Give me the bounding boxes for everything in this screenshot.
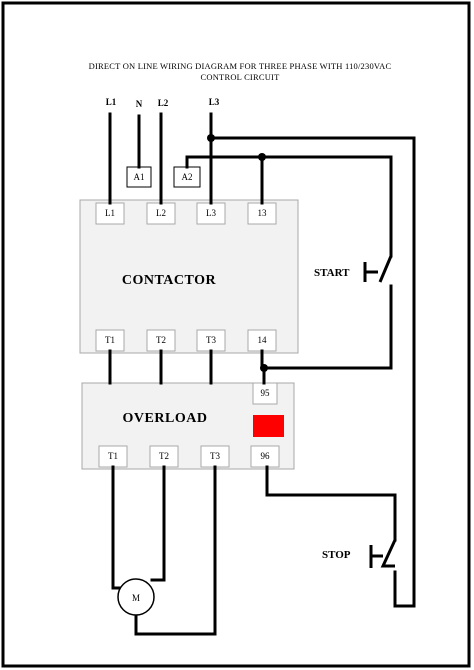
wire-13-to-start xyxy=(260,155,393,258)
contactor-terminal-13-label: 13 xyxy=(258,208,268,218)
start-button-contact xyxy=(378,255,393,283)
overload-terminal-t2-label: T2 xyxy=(159,451,169,461)
start-button-actuator xyxy=(363,262,378,282)
stop-pushbutton: STOP xyxy=(322,539,397,568)
wire-96-to-stop xyxy=(265,465,397,542)
overload-trip-indicator xyxy=(253,415,284,437)
contactor-terminal-l1-label: L1 xyxy=(105,208,115,218)
stop-button-label: STOP xyxy=(322,549,351,561)
supply-label-l3: L3 xyxy=(209,97,220,107)
contactor-terminal-t3-label: T3 xyxy=(206,335,216,345)
junction-l3-tap xyxy=(207,134,215,142)
contactor-block: L1 L2 L3 13 CONTACTOR T1 T2 T3 14 xyxy=(79,199,299,354)
diagram-title-line-2: CONTROL CIRCUIT xyxy=(200,72,280,82)
contactor-terminal-l2-label: L2 xyxy=(156,208,166,218)
overload-label: OVERLOAD xyxy=(123,411,208,426)
contactor-bottom-terminals: T1 T2 T3 14 xyxy=(95,329,277,352)
contactor-terminal-t1-label: T1 xyxy=(105,335,115,345)
overload-terminal-96 xyxy=(250,445,280,468)
wire-motor-t1 xyxy=(111,465,122,590)
stop-button-actuator xyxy=(369,545,383,568)
overload-terminal-t3-label: T3 xyxy=(210,451,220,461)
contactor-terminal-t2-label: T2 xyxy=(156,335,166,345)
wiring xyxy=(108,112,416,636)
contactor-label: CONTACTOR xyxy=(122,273,217,288)
diagram-title-line-1: DIRECT ON LINE WIRING DIAGRAM FOR THREE … xyxy=(88,61,392,71)
motor-label: M xyxy=(132,593,140,603)
overload-block: 95 OVERLOAD T1 T2 T3 96 xyxy=(81,382,295,470)
motor: M xyxy=(117,578,155,616)
wire-motor-t3 xyxy=(134,465,217,636)
start-button-label: START xyxy=(314,267,350,279)
contactor-body xyxy=(79,199,299,354)
wire-control-supply-loop xyxy=(209,136,416,608)
supply-label-l2: L2 xyxy=(158,98,169,108)
overload-terminal-t1-label: T1 xyxy=(108,451,118,461)
contactor-terminal-l3-label: L3 xyxy=(206,208,216,218)
wire-start-to-14 xyxy=(260,284,393,370)
junction-13-tap xyxy=(258,153,266,161)
junction-14-tap xyxy=(260,364,268,372)
stop-button-contact xyxy=(380,539,397,568)
coil-terminal-a2-label: A2 xyxy=(182,172,193,182)
wire-motor-t2 xyxy=(150,465,166,582)
overload-terminal-95-label: 95 xyxy=(261,388,271,398)
contactor-top-terminals: L1 L2 L3 13 xyxy=(95,202,277,225)
overload-terminal-96-label: 96 xyxy=(261,451,271,461)
motor-symbol xyxy=(117,578,155,616)
wire-a2-to-13 xyxy=(185,155,264,205)
supply-label-l1: L1 xyxy=(106,97,117,107)
start-pushbutton: START xyxy=(314,255,393,283)
coil-terminal-a1-label: A1 xyxy=(134,172,145,182)
supply-label-n: N xyxy=(136,99,143,109)
contactor-terminal-14-label: 14 xyxy=(258,335,268,345)
